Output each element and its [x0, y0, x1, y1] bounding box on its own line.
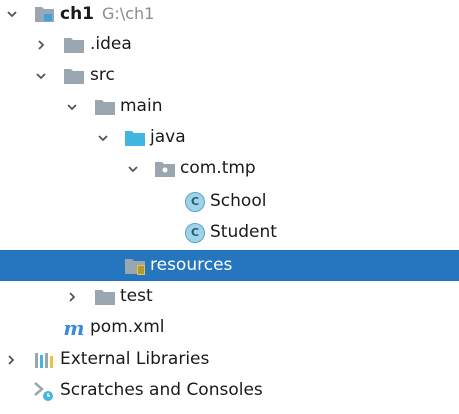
tree-label-school: School — [210, 191, 267, 211]
tree-label-pom: pom.xml — [90, 317, 165, 337]
class-icon: C — [185, 191, 205, 212]
tree-row-resources[interactable]: resources — [0, 250, 459, 281]
chevron-right-icon[interactable] — [3, 352, 19, 368]
tree-row-src[interactable]: src — [0, 60, 459, 91]
tree-label-scratches: Scratches and Consoles — [60, 380, 263, 400]
tree-label-resources: resources — [150, 255, 233, 275]
folder-icon — [94, 287, 116, 307]
tree-row-external-libraries[interactable]: External Libraries — [0, 344, 459, 375]
chevron-right-icon[interactable] — [64, 289, 80, 305]
tree-row-java[interactable]: java — [0, 122, 459, 153]
project-root-name: ch1 — [60, 3, 95, 24]
package-icon — [154, 159, 176, 179]
scratches-icon — [33, 381, 55, 401]
tree-label-package: com.tmp — [180, 158, 256, 178]
chevron-down-icon[interactable] — [64, 99, 80, 115]
libraries-icon — [33, 350, 55, 370]
resources-folder-icon — [124, 256, 146, 276]
folder-icon — [63, 66, 85, 86]
tree-label-src: src — [90, 65, 115, 85]
project-root-path: G:\ch1 — [102, 3, 155, 23]
tree-row-package[interactable]: com.tmp — [0, 153, 459, 184]
chevron-down-icon[interactable] — [4, 6, 20, 22]
tree-row-scratches[interactable]: Scratches and Consoles — [0, 375, 459, 406]
tree-row-idea[interactable]: .idea — [0, 29, 459, 60]
tree-row-class-student[interactable]: C Student — [0, 217, 459, 248]
source-folder-icon — [124, 128, 146, 148]
tree-row-test[interactable]: test — [0, 281, 459, 312]
tree-row-class-school[interactable]: C School — [0, 186, 459, 217]
class-icon: C — [185, 222, 205, 243]
tree-label-java: java — [150, 127, 186, 147]
chevron-down-icon[interactable] — [95, 130, 111, 146]
project-module-icon — [34, 4, 56, 24]
chevron-down-icon[interactable] — [125, 161, 141, 177]
tree-label-external-libraries: External Libraries — [60, 349, 210, 369]
chevron-down-icon[interactable] — [33, 68, 49, 84]
tree-label-student: Student — [210, 222, 277, 242]
folder-icon — [94, 97, 116, 117]
tree-label-idea: .idea — [90, 34, 132, 54]
maven-icon: m — [63, 315, 85, 340]
tree-label-test: test — [120, 286, 153, 306]
tree-row-pom[interactable]: m pom.xml — [0, 312, 459, 343]
chevron-right-icon[interactable] — [33, 37, 49, 53]
tree-row-main[interactable]: main — [0, 91, 459, 122]
tree-row-project-root[interactable]: ch1 G:\ch1 — [0, 0, 459, 29]
folder-icon — [63, 35, 85, 55]
tree-label-main: main — [120, 96, 163, 116]
